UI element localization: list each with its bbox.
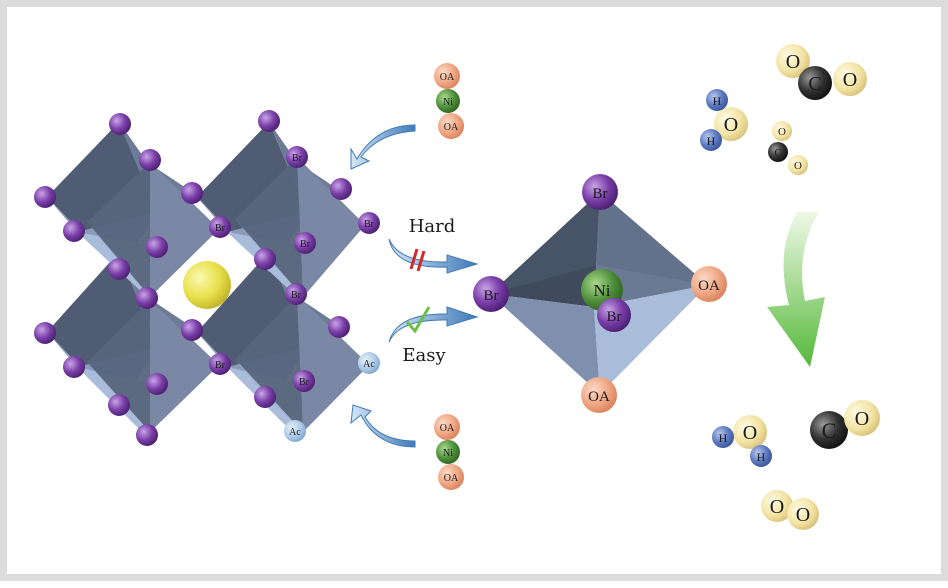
br-atom (108, 258, 130, 280)
ac-label: Ac (363, 359, 375, 370)
oa-label: OA (440, 423, 455, 434)
ni-label: Ni (443, 448, 453, 459)
oa-label: OA (440, 72, 455, 83)
br-atom (254, 386, 276, 408)
oa-label: OA (444, 473, 459, 484)
labeled-br-atom: Br (294, 232, 316, 254)
br-apex-front: Br (597, 298, 631, 332)
h-label: H (707, 134, 716, 148)
br-atom (63, 356, 85, 378)
ni-label: Ni (443, 97, 453, 108)
br-atom (146, 373, 168, 395)
br-atom (34, 322, 56, 344)
c-label: C (774, 147, 781, 159)
br-apex-left: Br (473, 276, 509, 312)
bromide-atoms (34, 110, 352, 446)
oa-label: OA (444, 122, 459, 133)
br-atom (63, 220, 85, 242)
perovskite-lattice: Br Br Br Br Br Br Br Ac (34, 110, 380, 446)
o-label: O (796, 504, 810, 526)
check-icon (405, 306, 431, 334)
h-label: H (757, 450, 766, 464)
br-atom (258, 110, 280, 132)
curved-arrow-bottom (350, 404, 416, 448)
o-label: O (843, 69, 857, 91)
labeled-br-atom: Br (293, 370, 315, 392)
product-o2-molecule: O O (761, 490, 819, 530)
blocked-mark (409, 248, 419, 270)
nickel-octahedron: Ni Br Br Br OA OA (473, 174, 727, 413)
br-label: Br (299, 377, 310, 388)
labeled-br-atom: Br (286, 146, 308, 168)
br-atom (330, 178, 352, 200)
ni-oa-complex-top: OA Ni OA (434, 63, 464, 139)
br-atom (34, 186, 56, 208)
br-atom (139, 149, 161, 171)
easy-label: Easy (402, 345, 446, 366)
product-co-molecule: C O (810, 400, 880, 449)
o-label: O (786, 51, 800, 73)
o-label: O (743, 422, 757, 444)
br-label: Br (364, 219, 375, 230)
br-atom (181, 319, 203, 341)
hard-label: Hard (409, 216, 456, 237)
o-label: O (724, 114, 738, 136)
br-atom (108, 394, 130, 416)
ac-atom: Ac (358, 352, 380, 374)
hard-pathway: Hard (388, 216, 479, 274)
ni-oa-complex-bottom: OA Ni OA (434, 414, 464, 490)
ac-atom: Ac (284, 420, 306, 442)
br-atom (181, 182, 203, 204)
c-label: C (808, 73, 821, 95)
reaction-arrow (767, 212, 825, 367)
curved-arrow-top (350, 124, 416, 170)
br-label: Br (292, 153, 303, 164)
h-label: H (713, 94, 722, 108)
reactant-co2-large: O C O (776, 44, 867, 100)
br-label: Br (607, 309, 622, 325)
br-label: Br (291, 290, 302, 301)
br-label: Br (484, 288, 499, 304)
br-label: Br (215, 223, 226, 234)
oa-apex-bottom: OA (581, 377, 617, 413)
br-label: Br (593, 186, 608, 202)
o-label: O (794, 160, 802, 172)
br-apex-top: Br (582, 174, 618, 210)
c-label: C (822, 418, 837, 443)
product-water-molecule: O H H (712, 415, 772, 467)
easy-arrow (388, 306, 479, 343)
br-atom (254, 248, 276, 270)
o-label: O (855, 408, 869, 430)
labeled-br-atom: Br (358, 212, 380, 234)
oa-label: OA (698, 278, 720, 294)
ac-label: Ac (289, 427, 301, 438)
labeled-br-atom: Br (209, 353, 231, 375)
br-label: Br (215, 360, 226, 371)
br-atom (136, 287, 158, 309)
h-label: H (719, 431, 728, 445)
labeled-br-atom: Br (285, 283, 307, 305)
br-atom (146, 236, 168, 258)
labeled-br-atom: Br (209, 216, 231, 238)
easy-pathway: Easy (388, 306, 479, 366)
br-atom (328, 316, 350, 338)
br-label: Br (300, 239, 311, 250)
oa-apex-right: OA (691, 266, 727, 302)
br-atom (109, 113, 131, 135)
o-label: O (778, 126, 786, 138)
reactant-water-molecule: O H H (700, 89, 748, 151)
ni-label: Ni (594, 281, 611, 300)
oa-label: OA (588, 389, 610, 405)
br-atom (136, 424, 158, 446)
diagram-canvas: Br Br Br Br Br Br Br Ac (34, 44, 880, 530)
a-site-cation-atom (183, 261, 231, 309)
o-label: O (770, 496, 784, 518)
hard-arrow (388, 238, 479, 274)
reactant-co2-small: O C O (768, 121, 808, 175)
blocked-mark (416, 250, 426, 272)
